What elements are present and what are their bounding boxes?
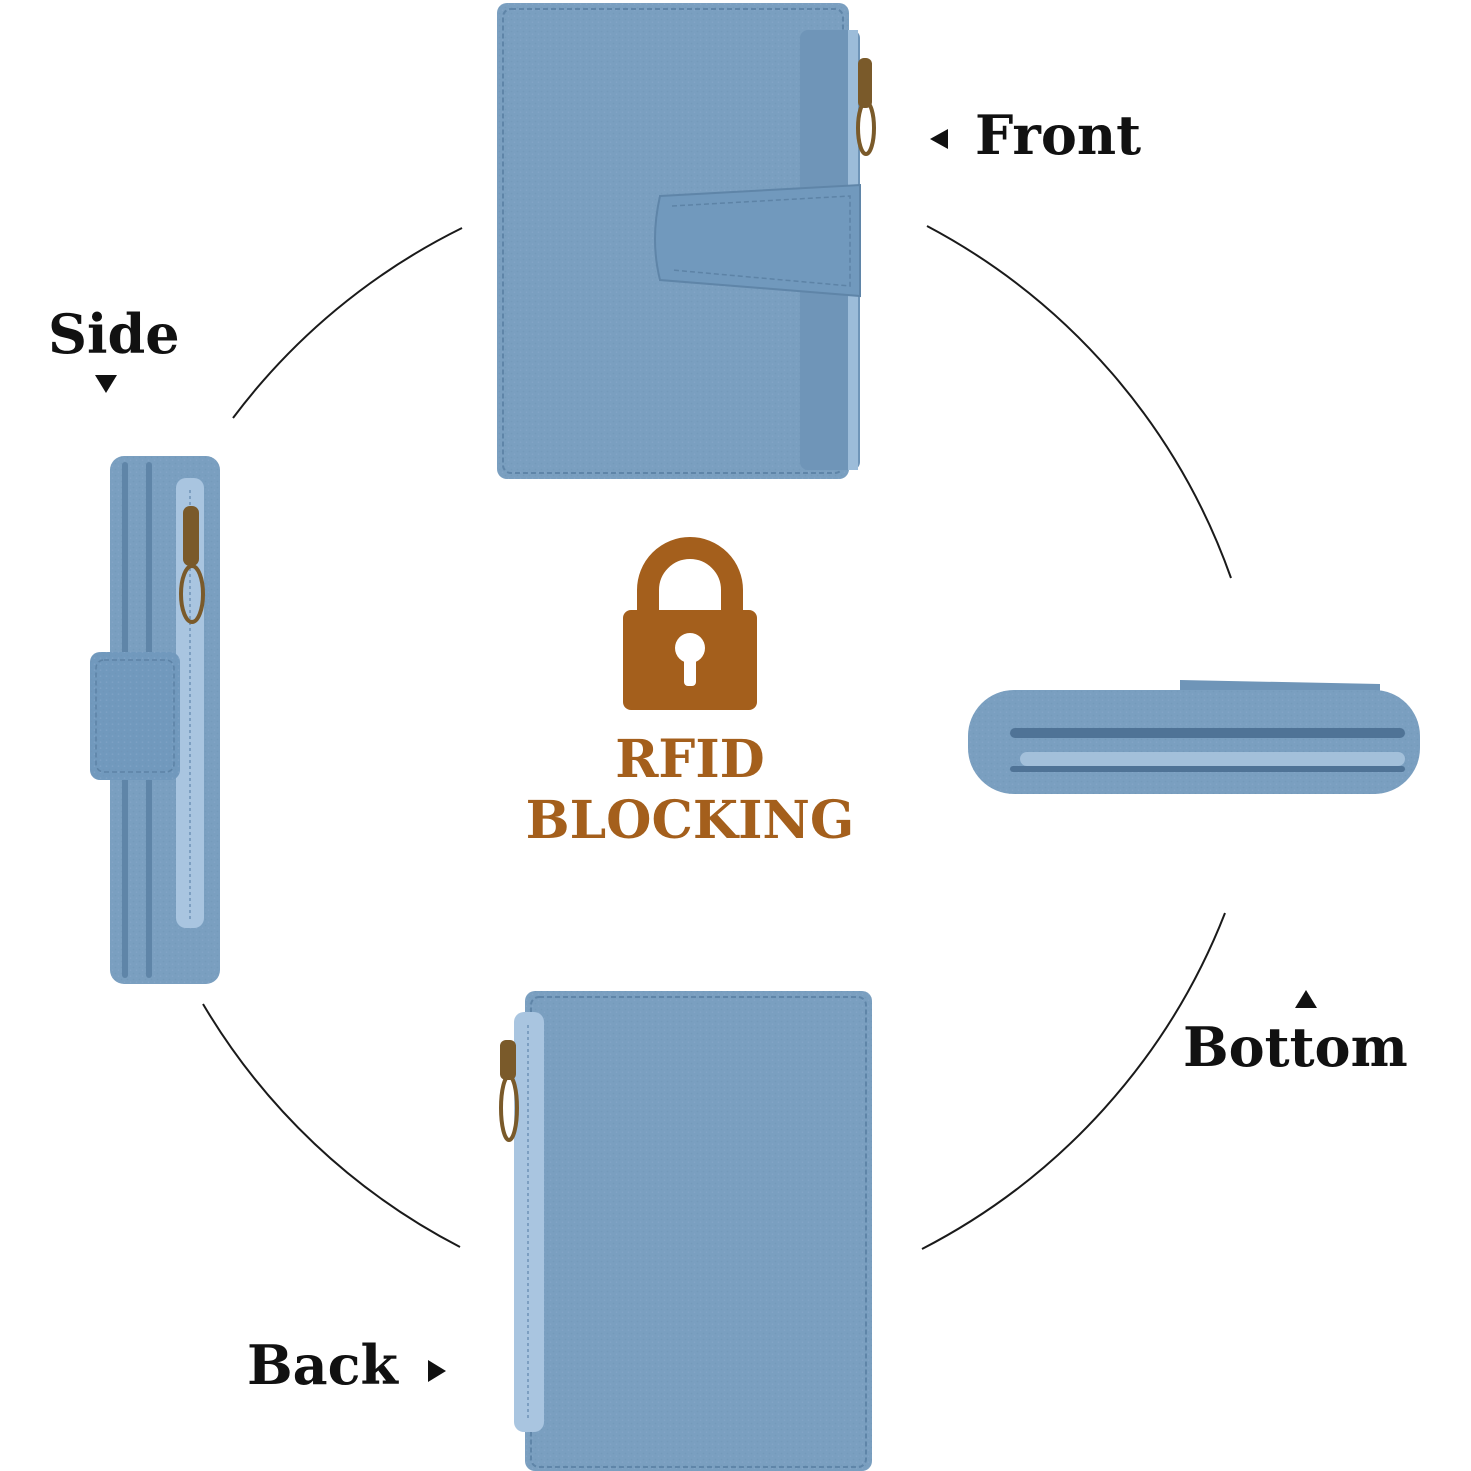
- label-side: Side: [48, 302, 180, 366]
- wallet-side-image: [90, 456, 220, 984]
- orbit-arc-top-left: [232, 227, 463, 419]
- lock-icon: [623, 537, 757, 710]
- label-front: Front: [975, 103, 1142, 167]
- wallet-bottom-image: [968, 680, 1420, 794]
- label-back: Back: [247, 1333, 398, 1397]
- orbit-circle: [202, 225, 1232, 1250]
- triangle-up-icon: [1295, 990, 1317, 1008]
- triangle-down-icon: [95, 375, 117, 393]
- wallet-back-image: [499, 991, 872, 1471]
- orbit-arc-bottom-right: [921, 912, 1226, 1250]
- label-bottom: Bottom: [1183, 1015, 1408, 1079]
- rfid-subtitle: BLOCKING: [525, 790, 855, 851]
- triangle-right-icon: [428, 1360, 446, 1382]
- triangle-left-icon: [930, 129, 948, 149]
- orbit-arc-bottom-left: [202, 1003, 461, 1248]
- rfid-title: RFID: [615, 729, 765, 790]
- wallet-front-image: [497, 3, 876, 479]
- orbit-arc-top-right: [926, 225, 1232, 579]
